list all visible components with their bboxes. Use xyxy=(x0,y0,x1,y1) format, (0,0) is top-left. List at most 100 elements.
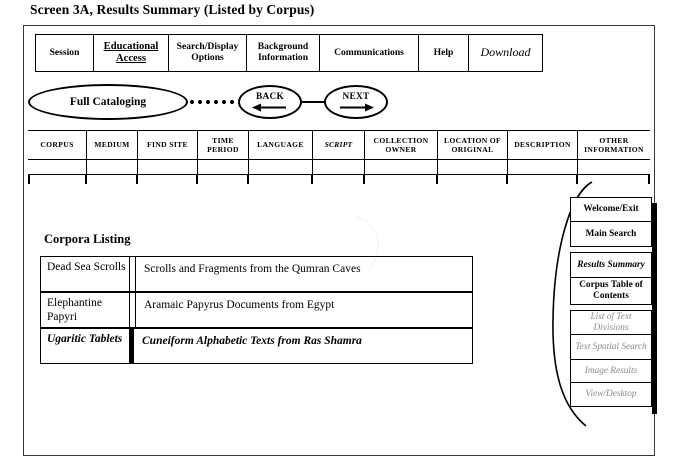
column-header-label: LANGUAGE xyxy=(257,140,304,150)
column-header-label: TIME PERIOD xyxy=(207,135,239,154)
column-divider-tick xyxy=(648,174,650,184)
sidebar-item-list-of-text-divisions[interactable]: List of Text Divisions xyxy=(570,309,652,336)
column-header-label: CORPUS xyxy=(40,140,74,150)
sidebar-item-label: Text Spatial Search xyxy=(575,341,647,352)
column-header-script[interactable]: SCRIPT xyxy=(313,131,365,159)
column-divider-tick xyxy=(136,174,138,184)
sidebar-item-label: Main Search xyxy=(585,228,637,239)
column-divider-tick xyxy=(576,174,578,184)
table-cell-empty[interactable] xyxy=(508,160,578,174)
sidebar-item-corpus-table-of-contents[interactable]: Corpus Table of Contents xyxy=(570,277,652,305)
column-header-time-period[interactable]: TIME PERIOD xyxy=(198,131,249,159)
menu-item-label: Download xyxy=(480,45,531,60)
corpus-row[interactable]: Elephantine Papyri Aramaic Papyrus Docume… xyxy=(41,293,472,329)
menu-item-search-display-options[interactable]: Search/Display Options xyxy=(169,35,247,71)
corpus-row-divider xyxy=(129,257,136,291)
column-divider-tick xyxy=(196,174,198,184)
column-header-other-information[interactable]: OTHER INFORMATION xyxy=(578,131,650,159)
table-cell-empty[interactable] xyxy=(87,160,138,174)
back-label: BACK xyxy=(255,92,285,102)
column-divider-tick xyxy=(506,174,508,184)
next-label: NEXT xyxy=(342,92,370,102)
corpus-description: Aramaic Papyrus Documents from Egypt xyxy=(144,299,335,311)
menu-item-download[interactable]: Download xyxy=(469,35,542,71)
table-cell-empty[interactable] xyxy=(578,160,650,174)
menu-item-background-information[interactable]: Background Information xyxy=(247,35,320,71)
full-cataloging-button[interactable]: Full Cataloging xyxy=(28,84,188,120)
sidebar-item-label: View/Desktop xyxy=(585,389,637,400)
table-cell-empty[interactable] xyxy=(249,160,313,174)
figure-caption: Screen 3A, Results Summary (Listed by Co… xyxy=(30,2,315,17)
column-header-description[interactable]: DESCRIPTION xyxy=(508,131,578,159)
table-cell-empty[interactable] xyxy=(365,160,438,174)
corpus-row[interactable]: Dead Sea Scrolls Scrolls and Fragments fr… xyxy=(41,257,472,293)
column-header-find-site[interactable]: FIND SITE xyxy=(138,131,198,159)
corpus-name: Dead Sea Scrolls xyxy=(47,261,126,273)
table-cell-empty[interactable] xyxy=(438,160,508,174)
menu-item-communications[interactable]: Communications xyxy=(320,35,419,71)
corpus-description: Scrolls and Fragments from the Qumran Ca… xyxy=(144,263,361,275)
navigation-flow-row: Full Cataloging BACK NEXT xyxy=(28,82,408,122)
column-divider-tick xyxy=(28,174,30,184)
menu-item-educational-access[interactable]: Educational Access xyxy=(94,35,169,71)
corpus-selected-indicator xyxy=(129,329,134,363)
attributes-table-column-ticks xyxy=(28,174,650,184)
column-header-label: LOCATION OF ORIGINAL xyxy=(443,135,502,154)
table-cell-empty[interactable] xyxy=(198,160,249,174)
dotted-connector-icon xyxy=(188,100,238,104)
column-divider-tick xyxy=(85,174,87,184)
attributes-table: CORPUS MEDIUM FIND SITE TIME PERIOD LANGUAGE… xyxy=(28,130,650,175)
menu-item-help[interactable]: Help xyxy=(419,35,469,71)
arrow-right-icon xyxy=(340,103,374,112)
corpora-listing-title: Corpora Listing xyxy=(44,232,131,246)
menu-item-label: Educational Access xyxy=(103,41,159,64)
arrow-left-icon xyxy=(252,103,286,112)
menu-item-label: Session xyxy=(49,46,80,58)
sidebar-item-welcome-exit[interactable]: Welcome/Exit xyxy=(570,196,652,223)
column-header-label: SCRIPT xyxy=(324,140,353,150)
column-divider-tick xyxy=(436,174,438,184)
column-header-label: FIND SITE xyxy=(147,140,188,150)
full-cataloging-label: Full Cataloging xyxy=(69,96,147,108)
table-cell-empty[interactable] xyxy=(313,160,365,174)
column-divider-tick xyxy=(311,174,313,184)
column-header-collection-owner[interactable]: COLLECTION OWNER xyxy=(365,131,438,159)
next-button[interactable]: NEXT xyxy=(324,85,388,119)
column-header-language[interactable]: LANGUAGE xyxy=(249,131,313,159)
column-header-label: OTHER INFORMATION xyxy=(584,135,644,154)
corpus-name: Ugaritic Tablets xyxy=(47,333,123,345)
sidebar-shadow xyxy=(652,203,657,414)
sidebar-item-label: Corpus Table of Contents xyxy=(579,280,643,301)
sidebar-item-image-results[interactable]: Image Results xyxy=(570,358,652,384)
attributes-table-empty-row xyxy=(28,160,650,174)
back-button[interactable]: BACK xyxy=(238,85,302,119)
column-divider-tick xyxy=(363,174,365,184)
sidebar-item-label: List of Text Divisions xyxy=(590,311,632,333)
sidebar-item-main-search[interactable]: Main Search xyxy=(570,221,652,247)
sidebar-item-label: Welcome/Exit xyxy=(583,204,639,215)
sidebar-item-view-desktop[interactable]: View/Desktop xyxy=(570,382,652,407)
corpus-name: Elephantine Papyri xyxy=(47,297,102,323)
scan-artifact xyxy=(356,216,379,272)
solid-connector-icon xyxy=(302,101,324,103)
column-header-medium[interactable]: MEDIUM xyxy=(87,131,138,159)
column-header-corpus[interactable]: CORPUS xyxy=(28,131,87,159)
main-menu-bar: Session Educational Access Search/Display … xyxy=(35,34,543,72)
sidebar-item-text-spatial-search[interactable]: Text Spatial Search xyxy=(570,334,652,360)
corpora-listing-table: Dead Sea Scrolls Scrolls and Fragments fr… xyxy=(40,256,473,364)
column-divider-tick xyxy=(247,174,249,184)
column-header-location-of-original[interactable]: LOCATION OF ORIGINAL xyxy=(438,131,508,159)
menu-item-label: Help xyxy=(433,46,454,58)
table-cell-empty[interactable] xyxy=(138,160,198,174)
column-header-label: COLLECTION OWNER xyxy=(373,135,429,154)
attributes-table-header: CORPUS MEDIUM FIND SITE TIME PERIOD LANGUAGE… xyxy=(28,131,650,160)
sidebar-item-results-summary[interactable]: Results Summary xyxy=(570,251,652,279)
corpus-row-divider xyxy=(129,293,136,327)
table-cell-empty[interactable] xyxy=(28,160,87,174)
menu-item-session[interactable]: Session xyxy=(36,35,94,71)
sidebar-item-label: Image Results xyxy=(584,365,638,376)
menu-item-label: Background Information xyxy=(257,41,309,63)
menu-item-label: Search/Display Options xyxy=(176,41,239,63)
